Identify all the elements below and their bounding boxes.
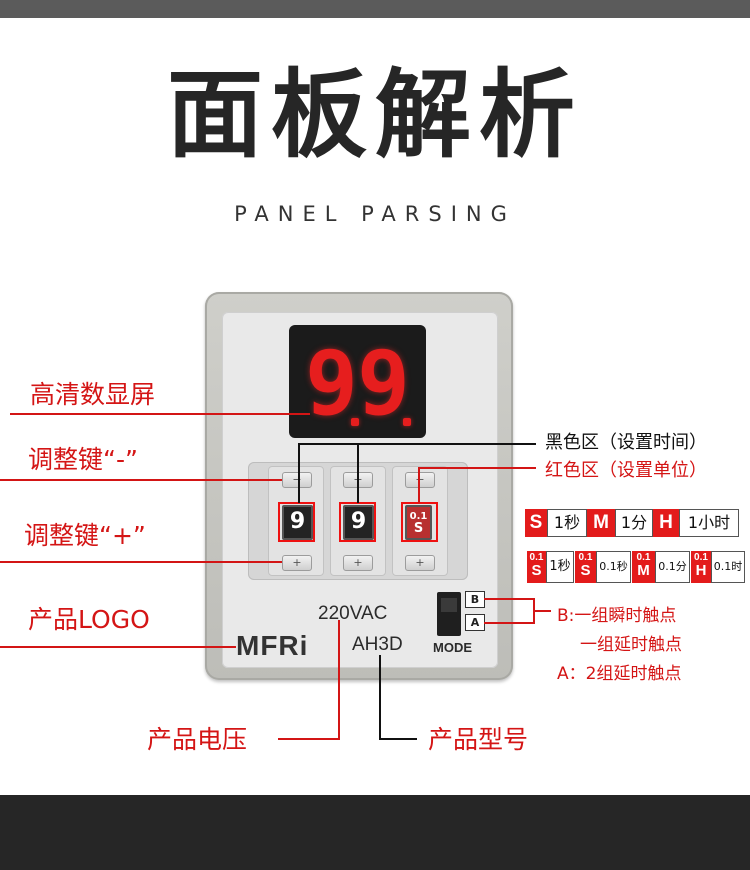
black-zone-line	[298, 443, 300, 503]
voltage-label: 产品电压	[147, 725, 248, 754]
black-zone-line	[357, 443, 359, 503]
dial-3-unit-window: 0.1 S	[405, 505, 432, 540]
unit-code-01s-a: 0.1 S	[527, 551, 546, 583]
dial-2-plus-button[interactable]: +	[343, 555, 373, 571]
unit-code-top: 0.1	[636, 552, 651, 563]
unit-code-top: 0.1	[694, 552, 708, 563]
voltage-pointer-line	[278, 738, 340, 740]
mode-b-desc-2: 一组延时触点	[580, 635, 682, 655]
model-label: 产品型号	[428, 725, 529, 754]
unit-meaning-s: 1秒	[547, 509, 587, 537]
mode-a-marker: A	[465, 614, 485, 631]
red-zone-label: 红色区（设置单位）	[545, 460, 707, 481]
voltage-pointer-line	[338, 620, 340, 740]
unit-code-01m: 0.1 M	[632, 551, 655, 583]
voltage-text: 220VAC	[318, 603, 388, 624]
unit-meaning-01s-a: 1秒	[546, 551, 574, 583]
dial-1-window: 9	[282, 505, 313, 540]
unit-code-bottom: H	[695, 562, 707, 579]
unit-meaning-01m: 0.1分	[655, 551, 690, 583]
dial-3-minus-button[interactable]: −	[405, 472, 435, 488]
model-pointer-line	[379, 655, 381, 740]
unit-code-h: H	[653, 509, 679, 537]
dial-1-minus-button[interactable]: −	[282, 472, 312, 488]
minus-pointer-line	[0, 479, 282, 481]
dial-2-window: 9	[343, 505, 374, 540]
unit-code-m: M	[587, 509, 615, 537]
decimal-point-icon	[403, 418, 411, 426]
decimal-point-icon	[351, 418, 359, 426]
red-zone-line	[418, 467, 420, 503]
page-subtitle: PANEL PARSING	[234, 202, 516, 226]
dial-1-plus-button[interactable]: +	[282, 555, 312, 571]
mode-bracket-line	[533, 610, 551, 612]
unit-code-top: 0.1	[578, 552, 593, 563]
unit-window-bottom: S	[413, 521, 424, 536]
brand-logo: MFRi	[236, 630, 309, 661]
bottom-bar	[0, 795, 750, 870]
unit-meaning-01s-b: 0.1秒	[596, 551, 631, 583]
unit-window-top: 0.1	[409, 511, 428, 522]
logo-label: 产品LOGO	[28, 605, 150, 634]
display-digit-left: 9	[305, 332, 358, 435]
black-zone-line	[298, 443, 536, 445]
unit-code-s: S	[525, 509, 547, 537]
highlight-box	[278, 502, 315, 542]
red-zone-line	[418, 467, 536, 469]
mode-switch-knob[interactable]	[441, 598, 457, 612]
mode-b-desc-1: B:一组瞬时触点	[557, 606, 677, 626]
plus-key-label: 调整键“+”	[24, 521, 146, 550]
display-digit-right: 9	[357, 332, 410, 435]
unit-code-bottom: S	[580, 562, 591, 579]
model-text: AH3D	[352, 634, 403, 655]
mode-bracket-line	[484, 598, 534, 600]
page-title: 面板解析	[167, 59, 583, 171]
black-zone-label: 黑色区（设置时间）	[545, 432, 707, 453]
minus-key-label: 调整键“-”	[28, 445, 138, 474]
unit-meaning-m: 1分	[615, 509, 653, 537]
mode-bracket-line	[484, 622, 534, 624]
unit-code-bottom: M	[637, 562, 650, 579]
unit-code-01s-b: 0.1 S	[575, 551, 596, 583]
mode-b-marker: B	[465, 591, 485, 608]
unit-meaning-01h: 0.1时	[711, 551, 745, 583]
unit-code-01h: 0.1 H	[691, 551, 711, 583]
model-pointer-line	[379, 738, 417, 740]
plus-pointer-line	[0, 561, 282, 563]
logo-pointer-line	[0, 646, 236, 648]
led-display: 9 9	[289, 325, 426, 438]
display-pointer-line	[10, 413, 310, 415]
highlight-box	[401, 502, 438, 542]
top-bar	[0, 0, 750, 18]
display-label: 高清数显屏	[30, 380, 156, 409]
unit-code-top: 0.1	[529, 552, 544, 563]
unit-meaning-h: 1小时	[679, 509, 739, 537]
dial-3-plus-button[interactable]: +	[405, 555, 435, 571]
unit-code-bottom: S	[531, 562, 542, 579]
mode-a-desc: A：2组延时触点	[557, 664, 682, 684]
highlight-box	[339, 502, 376, 542]
mode-label: MODE	[433, 640, 472, 655]
